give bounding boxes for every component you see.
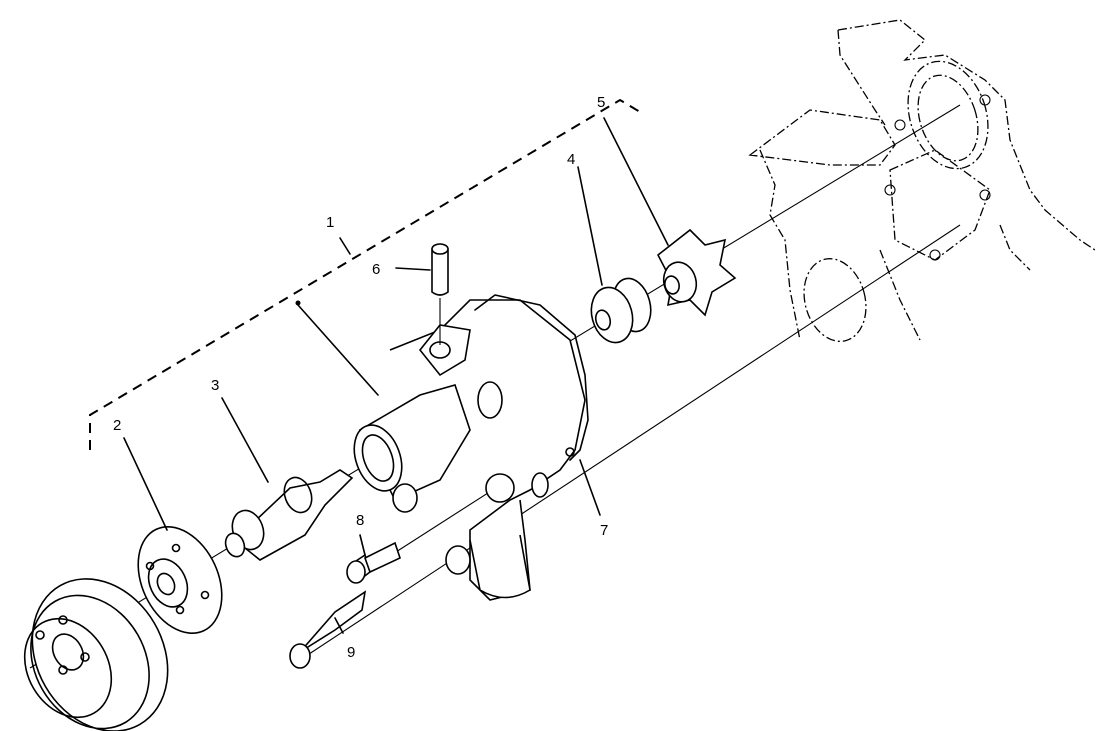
callout-9: 9	[347, 644, 356, 661]
leader-lines	[123, 117, 669, 634]
fan-pulley	[23, 578, 169, 731]
gasket	[474, 294, 589, 461]
pin	[431, 243, 449, 345]
pump-body	[353, 299, 586, 601]
callout-1: 1	[326, 214, 335, 231]
long-bolt	[289, 590, 367, 669]
callout-3: 3	[211, 377, 220, 394]
assembly-bracket	[89, 98, 641, 450]
bearing-shaft	[224, 469, 354, 561]
flange-hub	[137, 525, 223, 635]
callout-4: 4	[567, 151, 576, 168]
short-bolt	[346, 541, 401, 584]
callout-6: 6	[372, 261, 381, 278]
callout-5: 5	[597, 94, 606, 111]
callout-2: 2	[113, 417, 122, 434]
callout-7: 7	[600, 522, 609, 539]
cylinder-block	[748, 19, 1096, 342]
callout-8: 8	[356, 512, 365, 529]
mechanical-seal	[590, 277, 652, 344]
impeller	[656, 228, 737, 317]
